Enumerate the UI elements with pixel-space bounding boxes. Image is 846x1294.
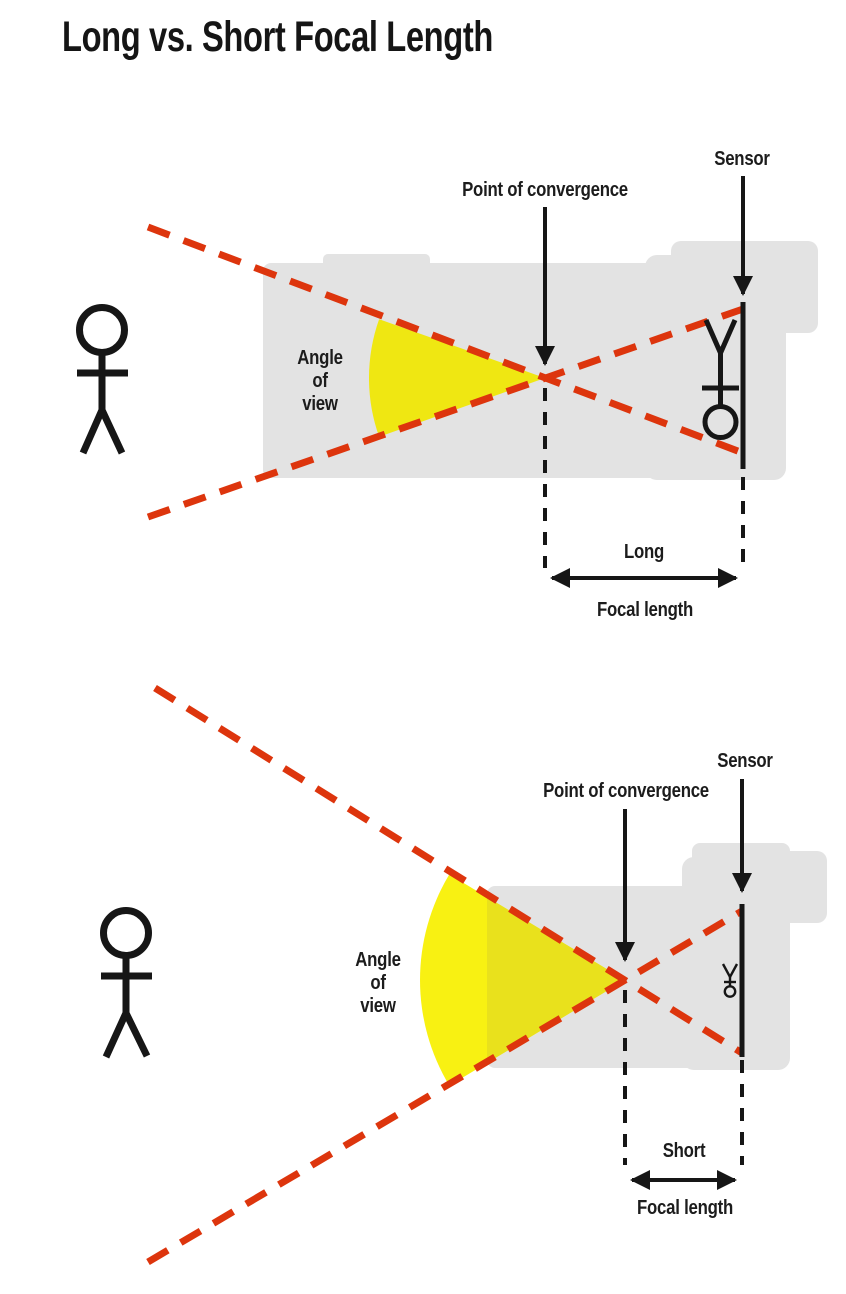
focal-length-label-short: Focal length [637,1197,733,1219]
convergence-label-long: Point of convergence [462,179,628,201]
angle-of-view-wedge-long [368,319,545,437]
measure-guides-long [543,388,745,568]
convergence-label-short: Point of convergence [543,780,709,802]
inverted-figure-icon-short [721,963,739,998]
angle-of-view-label-long: Angle of view [297,347,343,415]
annotation-arrows-long [535,176,753,588]
inverted-figure-icon-long [702,318,739,440]
measure-guides-short [623,990,744,1165]
length-label-short: Short [662,1140,706,1162]
annotation-arrows-short [615,779,752,1190]
light-rays-short [146,685,744,1266]
stick-figure-icon-short [100,907,152,1059]
sensor-label-long: Sensor [714,148,770,170]
angle-of-view-label-short: Angle of view [355,949,401,1017]
stick-figure-icon-long [76,304,128,455]
sensor-label-short: Sensor [717,750,773,772]
page-title: Long vs. Short Focal Length [62,13,493,61]
light-rays-long [146,223,745,521]
focal-length-label-long: Focal length [597,599,693,621]
length-label-long: Long [623,541,665,563]
